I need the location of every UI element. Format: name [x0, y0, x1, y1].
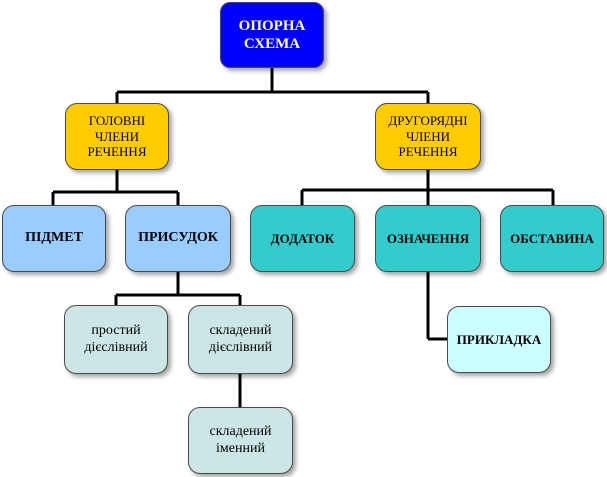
- node-compound-nominal: складений іменний: [188, 407, 293, 474]
- node-simple-verbal-label: простий дієслівний: [84, 322, 148, 355]
- node-apposition-label: ПРИКЛАДКА: [456, 331, 542, 347]
- node-compound-verbal: складений дієслівний: [188, 305, 293, 374]
- node-adverbial: ОБСТАВИНА: [500, 205, 604, 272]
- node-compound-verbal-label: складений дієслівний: [208, 322, 273, 355]
- node-object: ДОДАТОК: [250, 205, 355, 272]
- node-apposition: ПРИКЛАДКА: [447, 306, 551, 373]
- node-adverbial-label: ОБСТАВИНА: [510, 230, 594, 246]
- node-main-members-label: ГОЛОВНІ ЧЛЕНИ РЕЧЕННЯ: [87, 113, 147, 160]
- node-root: ОПОРНА СХЕМА: [220, 2, 324, 68]
- node-main-members: ГОЛОВНІ ЧЛЕНИ РЕЧЕННЯ: [65, 103, 169, 170]
- node-subject-label: ПІДМЕТ: [25, 230, 83, 246]
- node-attribute: ОЗНАЧЕННЯ: [375, 205, 481, 272]
- node-object-label: ДОДАТОК: [270, 230, 335, 246]
- node-secondary-members: ДРУГОРЯДНІ ЧЛЕНИ РЕЧЕННЯ: [375, 103, 481, 170]
- node-predicate: ПРИСУДОК: [125, 205, 231, 272]
- node-root-label: ОПОРНА СХЕМА: [238, 18, 306, 52]
- node-attribute-label: ОЗНАЧЕННЯ: [386, 230, 470, 246]
- node-compound-nominal-label: складений іменний: [209, 423, 272, 456]
- node-subject: ПІДМЕТ: [2, 205, 106, 272]
- node-secondary-members-label: ДРУГОРЯДНІ ЧЛЕНИ РЕЧЕННЯ: [388, 113, 468, 160]
- node-predicate-label: ПРИСУДОК: [138, 230, 218, 246]
- node-simple-verbal: простий дієслівний: [64, 305, 168, 374]
